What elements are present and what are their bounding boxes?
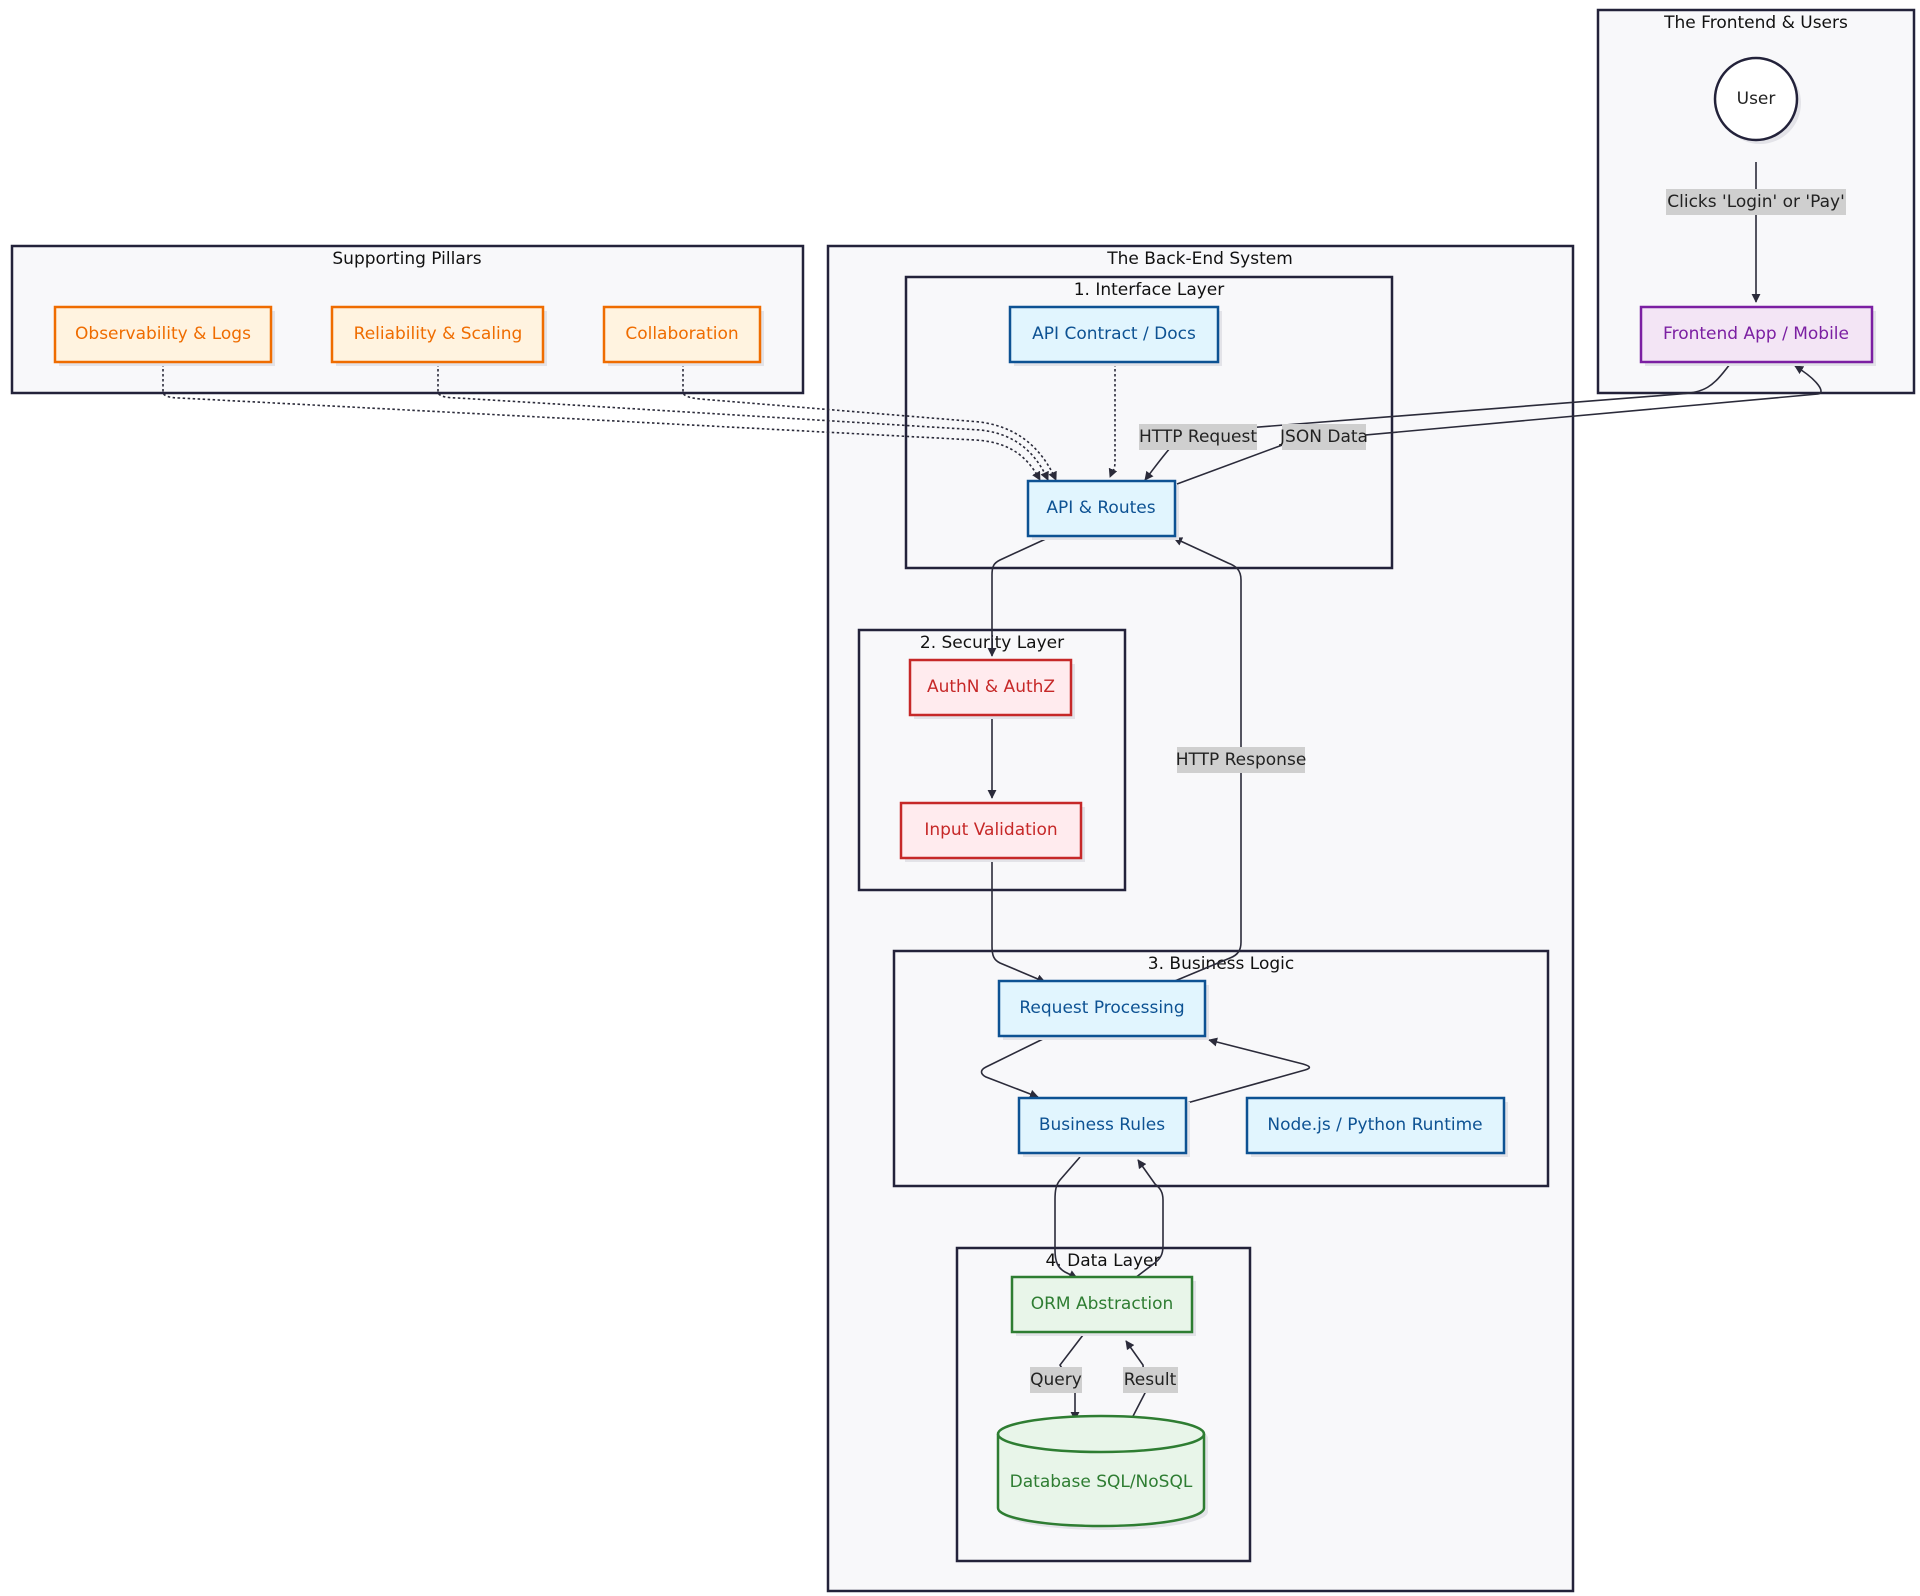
node-reliability[interactable]: Reliability & Scaling: [330, 305, 547, 366]
node-api-routes[interactable]: API & Routes: [1026, 479, 1179, 540]
edge-json-data: [1176, 365, 1822, 485]
svg-text:HTTP Request: HTTP Request: [1139, 427, 1257, 447]
node-orm[interactable]: ORM Abstraction: [1010, 1275, 1196, 1336]
cluster-pillars-title: Supporting Pillars: [332, 249, 481, 269]
node-database[interactable]: Database SQL/NoSQL: [996, 1414, 1208, 1530]
node-api-contract-label: API Contract / Docs: [1032, 324, 1196, 344]
node-database-label: Database SQL/NoSQL: [1010, 1472, 1193, 1492]
cluster-interface-title: 1. Interface Layer: [1074, 280, 1225, 300]
svg-text:Result: Result: [1124, 1370, 1177, 1390]
node-collaboration-label: Collaboration: [625, 324, 738, 344]
node-business-rules-label: Business Rules: [1039, 1115, 1165, 1135]
node-business-rules[interactable]: Business Rules: [1017, 1096, 1190, 1157]
svg-text:Query: Query: [1030, 1370, 1082, 1390]
edge-processing-rules: [980, 1038, 1044, 1099]
edge-observability-routes: [162, 364, 1041, 481]
edge-reliability-routes: [437, 364, 1049, 481]
node-input-validation[interactable]: Input Validation: [899, 801, 1085, 862]
edge-orm-rules: [1134, 1159, 1164, 1279]
node-request-processing-label: Request Processing: [1019, 998, 1184, 1018]
edge-label-result: Result: [1123, 1367, 1178, 1393]
node-user-label: User: [1737, 89, 1776, 109]
edge-label-query: Query: [1030, 1367, 1082, 1393]
node-api-contract[interactable]: API Contract / Docs: [1008, 305, 1222, 366]
node-request-processing[interactable]: Request Processing: [997, 979, 1209, 1040]
svg-text:Clicks 'Login' or 'Pay': Clicks 'Login' or 'Pay': [1667, 192, 1845, 212]
node-reliability-label: Reliability & Scaling: [354, 324, 523, 344]
svg-text:HTTP Response: HTTP Response: [1176, 750, 1307, 770]
node-orm-label: ORM Abstraction: [1031, 1294, 1174, 1314]
node-runtime[interactable]: Node.js / Python Runtime: [1245, 1096, 1508, 1157]
node-authn-label: AuthN & AuthZ: [927, 677, 1055, 697]
node-user[interactable]: User: [1713, 56, 1801, 144]
node-observability[interactable]: Observability & Logs: [53, 305, 275, 366]
cluster-frontend-title: The Frontend & Users: [1663, 13, 1848, 33]
edge-rules-orm: [1054, 1156, 1081, 1279]
cluster-business-title: 3. Business Logic: [1148, 954, 1294, 974]
node-input-validation-label: Input Validation: [924, 820, 1057, 840]
edge-label-http-response: HTTP Response: [1176, 747, 1307, 773]
svg-text:JSON Data: JSON Data: [1279, 427, 1368, 447]
node-api-routes-label: API & Routes: [1046, 498, 1155, 518]
edge-routes-authn: [987, 536, 1051, 657]
node-runtime-label: Node.js / Python Runtime: [1267, 1115, 1482, 1135]
edge-validation-processing: [991, 860, 1046, 983]
node-frontend-app-label: Frontend App / Mobile: [1663, 324, 1849, 344]
node-frontend-app[interactable]: Frontend App / Mobile: [1639, 305, 1876, 366]
edge-collaboration-routes: [682, 364, 1057, 481]
edge-rules-processing: [1186, 1037, 1311, 1104]
cluster-data-title: 4. Data Layer: [1045, 1251, 1160, 1271]
cluster-backend-title: The Back-End System: [1106, 249, 1293, 269]
edge-label-http-request: HTTP Request: [1139, 424, 1257, 450]
edge-label-clicks: Clicks 'Login' or 'Pay': [1666, 189, 1846, 215]
node-collaboration[interactable]: Collaboration: [602, 305, 764, 366]
node-observability-label: Observability & Logs: [75, 324, 251, 344]
node-authn[interactable]: AuthN & AuthZ: [908, 658, 1075, 719]
edge-label-json-data: JSON Data: [1279, 424, 1368, 450]
edge-contract-routes: [1108, 364, 1118, 478]
